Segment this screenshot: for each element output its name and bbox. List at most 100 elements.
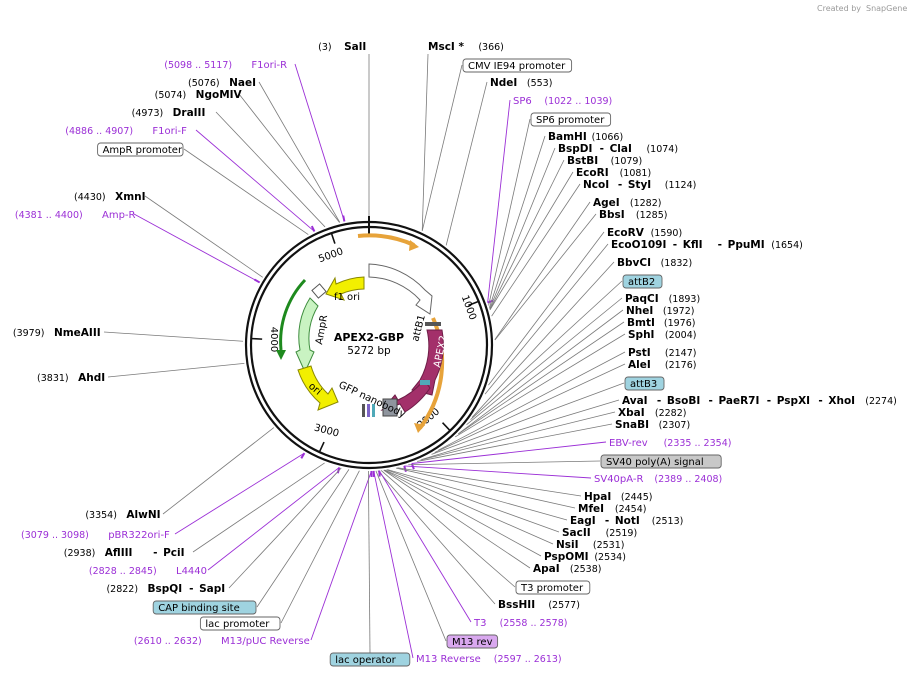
feature-box-label: lac operator (335, 655, 396, 666)
primer-name: pBR322ori-F (108, 530, 170, 541)
site-name: AflIII (105, 547, 133, 559)
site-ecorv: EcoRV(1590) (607, 227, 682, 239)
site-afliii-pcii: (2938)AflIII-PciI (64, 547, 185, 559)
site-position: (2534) (594, 552, 626, 563)
site-position: (3) (318, 42, 331, 53)
site-nsii: NsiI(2531) (556, 539, 624, 551)
site-position: (2282) (655, 408, 687, 419)
site-ahdi: (3831) AhdI (37, 372, 105, 384)
feature-box-cap-binding-site: CAP binding site (152, 600, 257, 615)
feature-box-bg (446, 634, 499, 649)
leader-sv40pa-r (404, 465, 592, 479)
feature-box-bg (462, 58, 573, 73)
site-ncoi-styi: NcoI-StyI (1124) (583, 179, 696, 191)
ring-tick-1000 (468, 300, 479, 307)
ori-arrow (297, 365, 339, 411)
site-position: (1124) (665, 180, 697, 191)
site-name: PciI (163, 547, 184, 559)
ampr-label: AmpR (314, 314, 330, 345)
feature-box-label: lac promoter (205, 619, 270, 630)
leader-m13-reverse (373, 470, 414, 659)
site-name: EcoO109I (611, 239, 666, 251)
feature-box-ampr-promoter: AmpR promoter (97, 142, 184, 157)
site-name: EcoRV (607, 227, 645, 239)
feature-box-attb2: attB2 (622, 274, 663, 289)
site-name: KflI (683, 239, 703, 251)
site-position: (3831) (37, 373, 69, 384)
site-ecori: EcoRI(1081) (576, 167, 651, 179)
leader-draiii (215, 111, 326, 228)
leader-nhei (458, 309, 624, 434)
leader-bspdi (489, 147, 556, 310)
site-name: AlwNI (126, 509, 160, 521)
leader-apai (383, 469, 531, 569)
leader-afliii (192, 462, 325, 553)
site-name: NdeI (490, 77, 517, 89)
site-name: EagI (570, 515, 596, 527)
site-position: (1079) (611, 156, 643, 167)
feature-box-bg (530, 112, 612, 127)
site-separator: - (657, 395, 661, 407)
primer-mark-f1ori-r (342, 215, 346, 222)
primer-name: M13 Reverse (416, 654, 481, 665)
leader-bamhi (488, 135, 546, 308)
plasmid-length: 5272 bp (347, 345, 391, 357)
site-name: BspDI (558, 143, 592, 155)
primer-pbr322ori-f: pBR322ori-F(3079 .. 3098) (21, 530, 170, 541)
site-avai-bsobi-paer7i-pspxi-xhoi: AvaI-BsoBI-PaeR7I-PspXI-XhoI(2274) (622, 395, 897, 407)
feature-box-label: CMV IE94 promoter (468, 61, 566, 72)
site-position: (2004) (665, 330, 697, 341)
site-draiii: (4973)DraIII (132, 107, 206, 119)
primer-position: (2558 .. 2578) (500, 618, 568, 629)
site-name: PaeR7I (718, 395, 759, 407)
site-position: (2445) (621, 492, 653, 503)
primer-name: M13/pUC Reverse (221, 636, 310, 647)
site-separator: - (618, 179, 622, 191)
site-name: NsiI (556, 539, 579, 551)
feature-box-label: CAP binding site (158, 603, 240, 614)
feature-box-bg (199, 616, 281, 631)
site-bspqi-sapi: (2822)BspQI-SapI (106, 583, 225, 595)
leader-m13-puc-reverse (310, 470, 372, 641)
site-position: (2513) (652, 516, 684, 527)
site-sphi: SphI (2004) (628, 329, 696, 341)
site-psti: PstI(2147) (628, 347, 696, 359)
site-name: SphI (628, 329, 654, 341)
feature-box-bg (329, 652, 411, 667)
feature-box-m13-rev: M13 rev (446, 634, 499, 649)
primer-position: (5098 .. 5117) (164, 60, 232, 71)
leader-xmni (144, 195, 263, 278)
site-name: PpuMI (728, 239, 765, 251)
site-name: ClaI (610, 143, 632, 155)
site-name: NcoI (583, 179, 609, 191)
site-name: AhdI (78, 372, 105, 384)
primer-position: (2597 .. 2613) (494, 654, 562, 665)
primer-name: F1ori-R (251, 60, 287, 71)
leader-ampr-promoter (183, 148, 309, 235)
site-position: (1972) (663, 306, 695, 317)
leader-ebv-rev (411, 441, 607, 464)
leader-naei (258, 81, 341, 223)
site-bmti: BmtI(1976) (627, 317, 695, 329)
cmv-promoter-arrow (368, 263, 433, 315)
site-name: BbsI (599, 209, 625, 221)
primer-f1ori-r: F1ori-R (5098 .. 5117) (164, 60, 287, 71)
ring-tick-label-4000: 4000 (268, 327, 279, 352)
f1ori-label: f1 ori (334, 292, 360, 303)
leader-ndei (445, 81, 488, 246)
leader-pbr322ori-f (174, 452, 305, 535)
feature-box-cmv-ie94-promoter: CMV IE94 promoter (462, 58, 573, 73)
feature-box-label: T3 promoter (520, 583, 584, 594)
primer-m13-reverse: M13 Reverse (2597 .. 2613) (416, 654, 562, 665)
attb3-box (382, 398, 398, 417)
leader-snabi (417, 423, 613, 462)
site-name: PspOMI (544, 551, 589, 563)
primer-amp-r: Amp-R(4381 .. 4400) (15, 210, 136, 221)
site-separator: - (767, 395, 771, 407)
site-name: StyI (628, 179, 651, 191)
site-position: (1654) (771, 240, 803, 251)
primer-position: (2335 .. 2354) (664, 438, 732, 449)
site-bspdi-clai: BspDI-ClaI(1074) (558, 143, 678, 155)
site-xbai: XbaI(2282) (618, 407, 686, 419)
leader-m13-rev (375, 470, 447, 642)
